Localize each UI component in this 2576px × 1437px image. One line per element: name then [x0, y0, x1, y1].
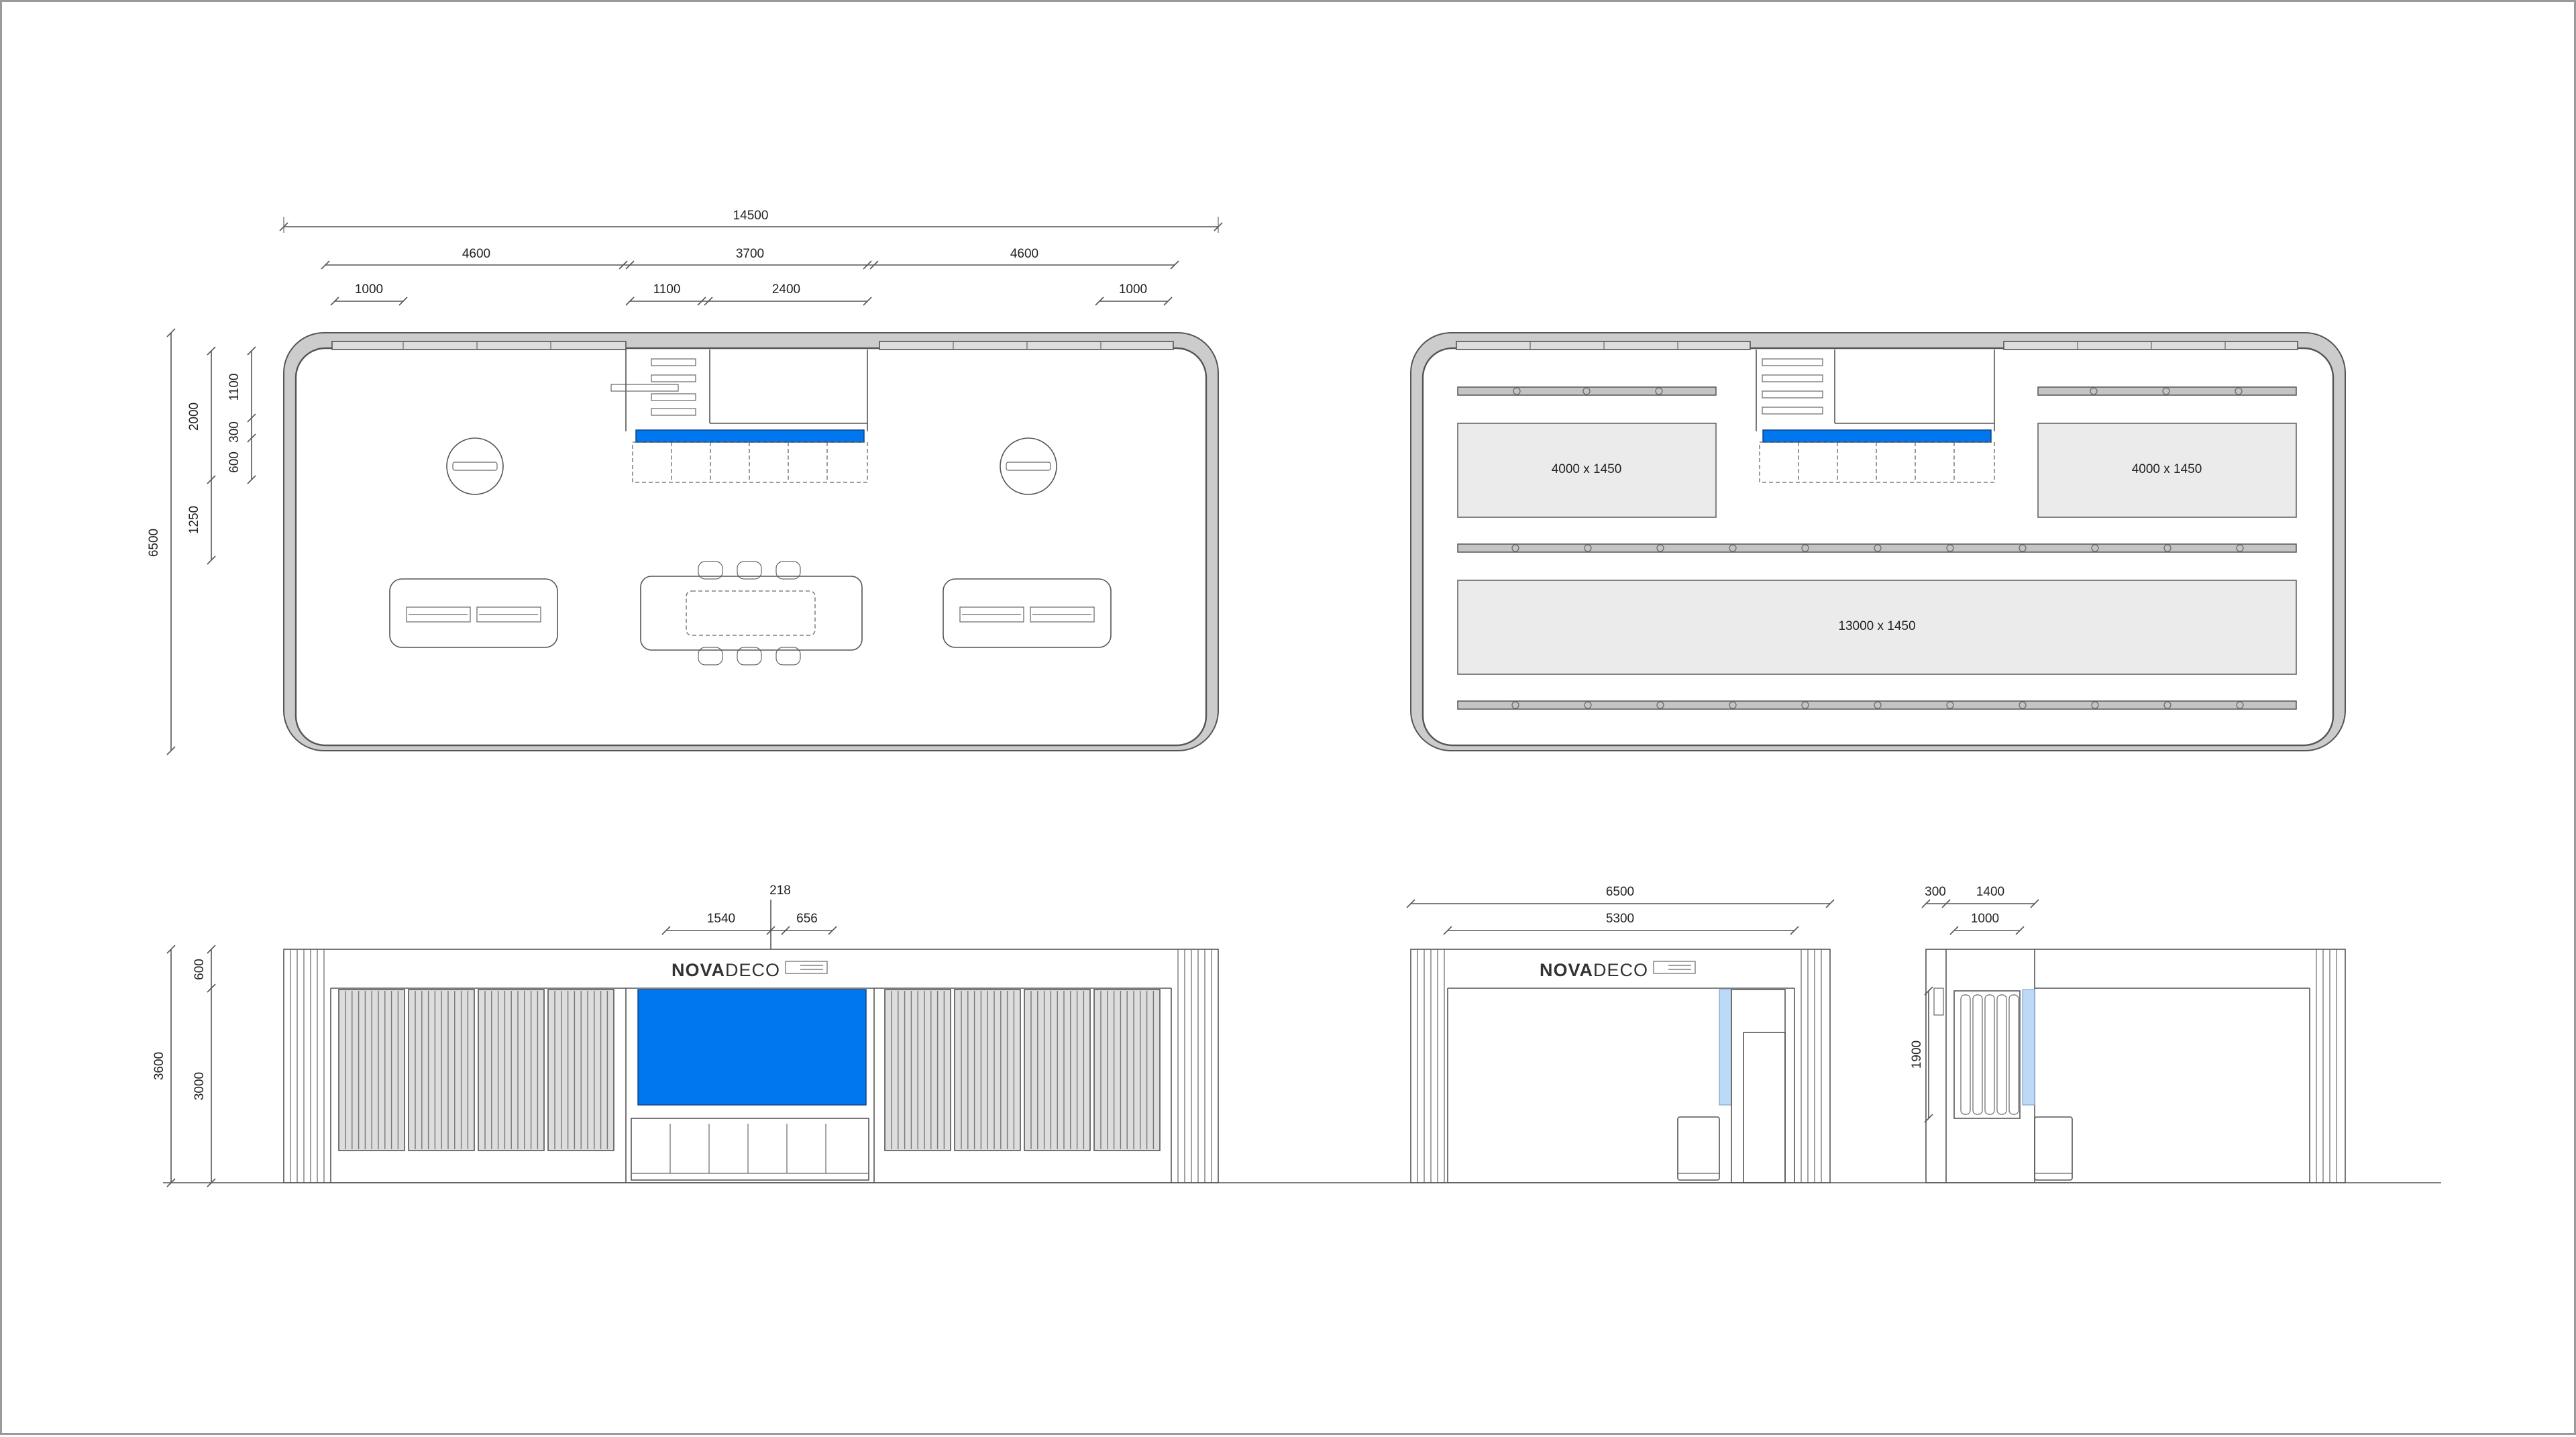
rear-counter [2034, 1116, 2073, 1181]
dim-front-3600: 3600 [152, 1052, 166, 1080]
front-logo: NOVADECO [672, 960, 780, 980]
side-screen-edge [1719, 989, 1732, 1106]
plan2-louvre-left [1456, 341, 1751, 350]
plan-zones: 4000 x 1450 4000 x 1450 13000 x 1450 [1410, 332, 2346, 751]
side-storage-wall [1731, 989, 1786, 1183]
rear-elevation-outline [1925, 949, 2346, 1183]
dim-rear-1900: 1900 [1910, 1041, 1924, 1069]
side-counter [1677, 1116, 1720, 1181]
plan1-round-table-left [446, 437, 504, 495]
front-led-screen [637, 989, 867, 1106]
zone-left-top-label: 4000 x 1450 [1552, 462, 1622, 476]
plan1-island-right [943, 578, 1112, 648]
dim-rear-300: 300 [1925, 885, 1946, 899]
dim-depth-2000: 2000 [187, 403, 201, 431]
dim-depth-1100: 1100 [227, 374, 241, 401]
front-logo-badge [785, 961, 828, 974]
front-elevation: NOVADECO 218 1540 656 3600 600 [152, 884, 1219, 1187]
plan1-louvre-right [879, 341, 1174, 350]
plan1-round-table-right [1000, 437, 1057, 495]
rear-door [1953, 990, 2021, 1119]
plan2-light-rails [1457, 386, 2297, 710]
dim-sub-4: 1000 [1119, 282, 1147, 297]
dim-rear-1000: 1000 [1971, 912, 1999, 926]
dim-depth-1250: 1250 [187, 506, 201, 534]
plan1-meeting-table [640, 561, 863, 666]
dim-side-5300: 5300 [1606, 912, 1634, 926]
plan1-display-shelf [632, 441, 868, 483]
front-dimensions: 218 1540 656 3600 600 3000 [152, 884, 837, 1187]
rear-dimensions: 300 1400 1000 1900 [1910, 885, 2039, 1123]
zone-right-top [2037, 423, 2297, 518]
rear-screen-edge [2022, 989, 2035, 1106]
dim-front-218: 218 [769, 884, 791, 898]
plan1-dimensions: 14500 4600 3700 4600 1000 1100 2400 1000 [147, 209, 1223, 755]
front-counter [631, 1118, 869, 1181]
dim-front-1540: 1540 [707, 912, 735, 926]
dim-front-3000: 3000 [193, 1072, 207, 1100]
dim-segment-left: 4600 [462, 247, 490, 261]
plan2-screen-counter [1762, 429, 1992, 443]
plan2-louvre-right [2003, 341, 2298, 350]
plan2-display-shelf [1759, 441, 1995, 483]
dim-segment-right: 4600 [1010, 247, 1038, 261]
zone-left-top [1457, 423, 1717, 518]
dim-segment-center: 3700 [736, 247, 764, 261]
plan1-island-left [389, 578, 558, 648]
zone-bottom [1457, 580, 2297, 675]
dim-depth-300: 300 [227, 421, 241, 443]
dim-total-depth: 6500 [147, 529, 161, 557]
dim-side-6500: 6500 [1606, 885, 1634, 899]
dim-depth-600: 600 [227, 451, 241, 473]
zone-right-top-label: 4000 x 1450 [2132, 462, 2202, 476]
plan2-stairs [1762, 358, 1823, 415]
zone-bottom-label: 13000 x 1450 [1838, 619, 1915, 633]
dim-sub-1: 1000 [355, 282, 383, 297]
side-elevation-outline [1410, 949, 1831, 1183]
plan-furniture: 14500 4600 3700 4600 1000 1100 2400 1000 [147, 209, 1223, 755]
side-dimensions: 6500 5300 [1406, 885, 1835, 935]
dim-sub-3: 2400 [772, 282, 800, 297]
dim-total-width: 14500 [733, 209, 769, 223]
plan1-stairs [610, 358, 696, 416]
dim-sub-2: 1100 [653, 282, 681, 297]
plan1-floor [294, 347, 1208, 747]
dim-rear-1400: 1400 [1976, 885, 2004, 899]
side-elevation: NOVADECO 6500 5300 [1406, 885, 1835, 1183]
dim-front-656: 656 [796, 912, 818, 926]
front-louvres-left [338, 989, 614, 1151]
side-logo: NOVADECO [1540, 960, 1648, 980]
front-louvres-right [884, 989, 1161, 1151]
dim-front-600: 600 [193, 959, 207, 980]
side-logo-badge [1653, 961, 1696, 974]
rear-elevation: 300 1400 1000 1900 [1910, 885, 2346, 1183]
plan1-louvre-left [331, 341, 627, 350]
plan1-screen-counter [635, 429, 865, 443]
